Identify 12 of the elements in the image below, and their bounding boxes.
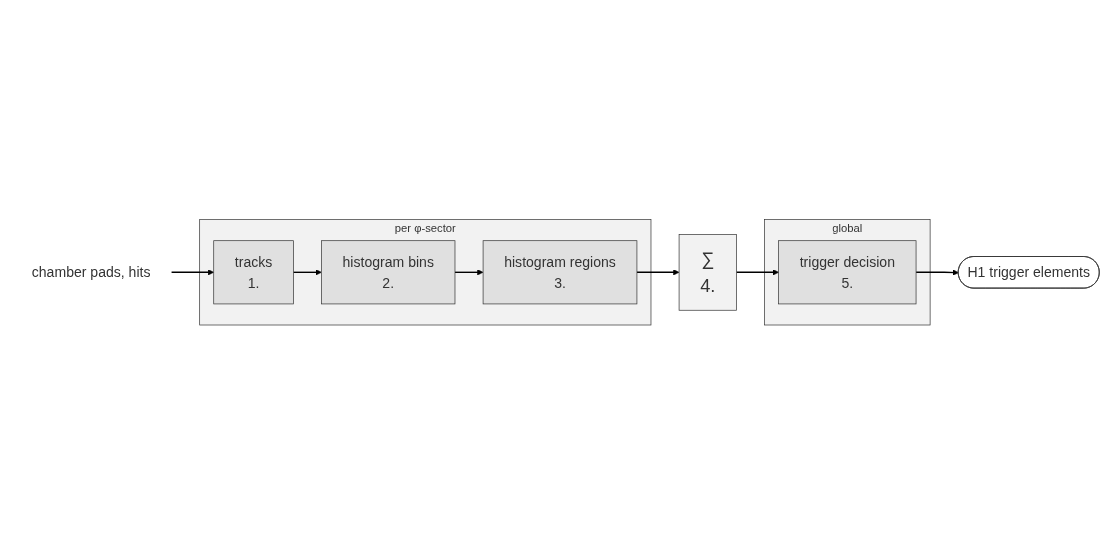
arrow	[735, 268, 779, 276]
arrow	[635, 268, 679, 276]
arrow	[170, 268, 214, 276]
arrow	[453, 268, 483, 276]
node-box: ∑ 4.	[678, 233, 737, 311]
node-box: histogram bins 2.	[320, 240, 455, 304]
arrow	[914, 269, 959, 276]
node-box: trigger decision 5.	[777, 240, 916, 304]
arrow	[292, 268, 322, 276]
node-text: chamber pads, hits	[31, 264, 151, 280]
node-box: histogram regions 3.	[482, 240, 637, 304]
node-box: tracks 1.	[212, 240, 294, 304]
